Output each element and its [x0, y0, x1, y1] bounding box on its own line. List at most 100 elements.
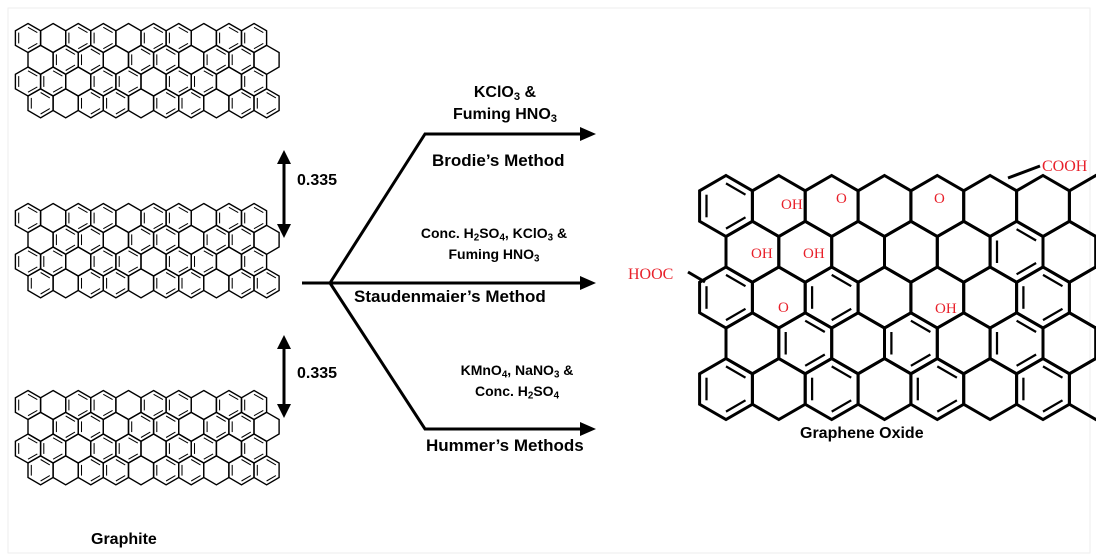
double-bond [153, 393, 164, 401]
double-bond [253, 86, 264, 93]
double-bond [65, 415, 76, 422]
double-bond [27, 70, 38, 77]
double-bond [266, 475, 277, 482]
subscript: 3 [547, 232, 554, 244]
double-bond [77, 26, 88, 34]
reaction-arrows [302, 127, 596, 436]
double-bond [103, 42, 113, 50]
double-bond [115, 272, 126, 279]
double-bond [27, 266, 38, 273]
double-bond [178, 42, 189, 50]
reagent-text: Conc. H [420, 225, 474, 241]
double-bond [178, 70, 189, 77]
double-bond [165, 64, 176, 71]
double-bond [1042, 399, 1064, 413]
arrow-brodie [328, 132, 585, 284]
double-bond [40, 108, 51, 115]
double-bond [241, 92, 252, 99]
double-bond [128, 266, 139, 273]
double-bond [153, 206, 164, 214]
carboxyl-bond [687, 270, 706, 284]
double-bond [190, 272, 201, 279]
double-bond [77, 393, 88, 401]
double-bond [241, 272, 252, 279]
double-bond [241, 108, 252, 115]
subscript: 4 [501, 369, 508, 381]
double-bond [27, 86, 38, 93]
double-bond [203, 453, 214, 460]
reagent-text: , NaNO [507, 362, 554, 378]
double-bond [178, 222, 189, 230]
reagent-line: KClO3 & [430, 82, 580, 104]
double-bond [165, 228, 176, 235]
double-bond [725, 307, 747, 322]
epoxy-group-label: O [836, 191, 847, 207]
subscript: 4 [499, 232, 505, 244]
double-bond [190, 108, 201, 115]
hummer-method-label: Hummer’s Methods [426, 436, 584, 455]
double-bond [178, 250, 189, 257]
double-bond [190, 92, 201, 99]
reagent-line: Fuming HNO3 [430, 104, 580, 126]
reagent-line: Conc. H2SO4 [432, 381, 602, 402]
double-bond [140, 228, 151, 235]
double-bond [228, 409, 239, 417]
double-bond [228, 393, 239, 401]
double-bond [266, 288, 277, 295]
double-bond [52, 453, 63, 460]
double-bond [228, 222, 239, 230]
double-bond [77, 206, 88, 214]
double-bond [936, 365, 958, 379]
double-bond [27, 393, 38, 401]
epoxy-group-label: O [934, 191, 945, 207]
double-bond [228, 42, 239, 50]
double-bond [77, 222, 88, 230]
double-bond [165, 288, 176, 295]
double-bond [831, 307, 852, 322]
interlayer-distance-label: 0.335 [297, 365, 338, 382]
double-bond [253, 42, 264, 50]
double-bond [90, 92, 101, 99]
double-bond [253, 437, 264, 444]
double-bond [27, 26, 38, 34]
double-bond [90, 48, 101, 55]
graphite-layer-middle [14, 202, 280, 299]
double-bond [831, 399, 852, 413]
hydroxyl-group-label: OH [935, 301, 957, 317]
double-bond [203, 86, 214, 93]
double-bond [65, 64, 76, 71]
double-bond [90, 228, 101, 235]
cooh-group-label: COOH [1042, 158, 1088, 175]
reagent-text: & [559, 362, 574, 378]
double-bond [253, 206, 264, 214]
double-bond [253, 222, 264, 230]
double-bond [216, 64, 226, 71]
double-bond [241, 475, 252, 482]
double-bond [216, 48, 226, 55]
double-bond [1016, 319, 1037, 333]
reagent-text: SO [479, 225, 500, 241]
double-bond [216, 244, 226, 251]
double-bond [165, 431, 176, 438]
carboxyl-bond [1007, 164, 1041, 180]
double-bond [115, 288, 126, 295]
double-bond [103, 409, 113, 417]
double-bond [178, 266, 189, 273]
double-bond [103, 453, 113, 460]
double-bond [40, 272, 51, 279]
double-bond [241, 48, 252, 55]
carbon-ring [253, 454, 280, 486]
double-bond [153, 42, 164, 50]
double-bond [725, 399, 747, 413]
double-bond [128, 70, 139, 77]
double-bond [1042, 307, 1064, 322]
reagent-text: , KClO [504, 225, 548, 241]
brodie-reagents: KClO3 &Fuming HNO3 [430, 82, 580, 126]
double-bond [27, 409, 38, 417]
interlayer-arrow-lower [277, 335, 291, 418]
double-bond [936, 399, 958, 413]
hummer-reagents: KMnO4, NaNO3 &Conc. H2SO4 [432, 360, 602, 402]
double-bond [216, 431, 226, 438]
double-bond [40, 475, 51, 482]
